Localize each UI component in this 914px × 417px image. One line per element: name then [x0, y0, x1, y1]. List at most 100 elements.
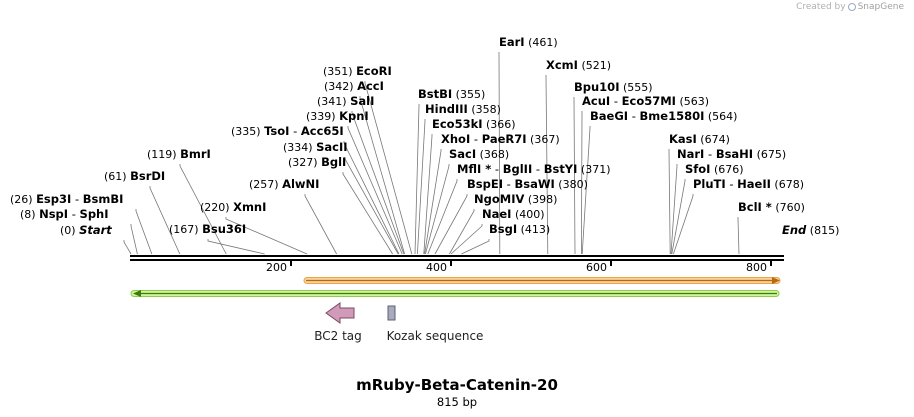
site-label[interactable]: (61) BsrDI	[104, 169, 165, 183]
kozak-sequence-label: Kozak sequence	[387, 329, 484, 343]
site-name-separator: -	[532, 162, 543, 176]
site-label-text: BclI * (760)	[738, 200, 805, 214]
site-label-text: (327) BglI	[288, 155, 346, 169]
site-label[interactable]: NaeI (400)	[482, 207, 545, 221]
site-leader	[342, 172, 393, 255]
site-leader	[423, 134, 433, 255]
site-label[interactable]: Eco53kI (366)	[432, 117, 516, 131]
site-position: (342)	[324, 80, 357, 93]
site-label-text: PluTI - HaeII (678)	[693, 177, 804, 191]
site-label[interactable]: (351) EcoRI	[323, 64, 392, 78]
site-label[interactable]: HindIII (358)	[425, 102, 501, 116]
feature-orf-bottom[interactable]	[130, 290, 780, 297]
site-label[interactable]: EarI (461)	[499, 35, 558, 49]
enzyme-name: NgoMIV	[474, 192, 524, 206]
site-label[interactable]: XcmI (521)	[546, 58, 611, 72]
site-label-text: End (815)	[782, 223, 839, 237]
site-label-text: NaeI (400)	[482, 207, 545, 221]
site-label-text: Eco53kI (366)	[432, 117, 516, 131]
site-position: (398)	[524, 193, 557, 206]
site-label[interactable]: BstBI (355)	[418, 87, 485, 101]
site-label[interactable]: (257) AlwNI	[249, 177, 319, 191]
site-label[interactable]: SfoI (676)	[685, 162, 744, 176]
site-label[interactable]: BclI * (760)	[738, 200, 805, 214]
site-position: (676)	[710, 163, 743, 176]
feature-bc2-tag[interactable]: BC2 tag	[314, 302, 362, 343]
site-label[interactable]: KasI (674)	[669, 132, 730, 146]
feature-orf-top[interactable]	[303, 277, 781, 284]
site-label[interactable]: BsgI (413)	[489, 222, 550, 236]
enzyme-name: SphI	[80, 207, 109, 221]
site-position: (760)	[772, 201, 805, 214]
site-position: (555)	[619, 81, 652, 94]
site-leader	[424, 149, 442, 255]
site-label[interactable]: (327) BglI	[288, 155, 346, 169]
enzyme-name: BsaWI	[514, 177, 554, 191]
site-label[interactable]: SacI (368)	[449, 147, 509, 161]
enzyme-name: AlwNI	[282, 177, 319, 191]
site-label-text: (342) AccI	[324, 79, 384, 93]
site-label[interactable]: Bpu10I (555)	[574, 80, 653, 94]
site-label[interactable]: (119) BmrI	[147, 147, 211, 161]
site-leader	[461, 239, 490, 255]
site-leader	[123, 240, 132, 255]
site-label[interactable]: MflI * - BglII - BstYI (371)	[457, 162, 611, 176]
site-label-text: BaeGI - Bme1580I (564)	[590, 109, 737, 123]
enzyme-name: XhoI	[441, 132, 470, 146]
site-label[interactable]: NgoMIV (398)	[474, 192, 557, 206]
site-leader	[434, 194, 468, 255]
site-name-separator: -	[726, 177, 737, 191]
site-label[interactable]: (8) NspI - SphI	[20, 207, 109, 221]
site-label[interactable]: (0) Start	[60, 223, 112, 237]
enzyme-name: Bsu36I	[202, 222, 246, 236]
site-label[interactable]: End (815)	[782, 223, 839, 237]
site-label[interactable]: (220) XmnI	[200, 200, 266, 214]
site-label[interactable]: XhoI - PaeR7I (367)	[441, 132, 560, 146]
enzyme-name: Bme1580I	[640, 109, 705, 123]
site-label-text: NarI - BsaHI (675)	[677, 147, 786, 161]
feature-kozak-sequence[interactable]: Kozak sequence	[387, 305, 484, 343]
site-label-text: KasI (674)	[669, 132, 730, 146]
site-label[interactable]: (341) SalI	[317, 94, 374, 108]
site-label-text: HindIII (358)	[425, 102, 501, 116]
site-label[interactable]: NarI - BsaHI (675)	[677, 147, 786, 161]
map-title: mRuby-Beta-Catenin-20	[356, 376, 558, 394]
site-label[interactable]: BspEI - BsaWI (380)	[467, 177, 588, 191]
site-label-text: (119) BmrI	[147, 147, 211, 161]
enzyme-name: SalI	[350, 94, 374, 108]
credit-prefix: Created by	[796, 2, 846, 12]
site-label-text: SfoI (676)	[685, 162, 744, 176]
site-labels: (0) Start (8) NspI - SphI(26) Esp3I - Bsm…	[10, 35, 839, 237]
site-position: (0)	[60, 224, 79, 237]
site-label[interactable]: (167) Bsu36I	[169, 222, 246, 236]
enzyme-name: BspEI	[467, 177, 503, 191]
site-name-separator: -	[503, 177, 514, 191]
enzyme-name: KasI	[669, 132, 697, 146]
site-label-text: SacI (368)	[449, 147, 509, 161]
site-leader	[417, 119, 426, 255]
site-position: (327)	[288, 156, 321, 169]
site-label[interactable]: PluTI - HaeII (678)	[693, 177, 804, 191]
site-position: (26)	[10, 193, 36, 206]
bc2-tag-label: BC2 tag	[314, 329, 362, 343]
site-label[interactable]: AcuI - Eco57MI (563)	[582, 94, 709, 108]
enzyme-name: HindIII	[425, 102, 468, 116]
site-leader	[304, 194, 337, 255]
site-leader	[414, 104, 420, 255]
enzyme-name: Acc65I	[301, 124, 344, 138]
site-label[interactable]: (334) SacII	[283, 140, 348, 154]
site-label-text: (335) TsoI - Acc65I	[231, 124, 344, 138]
enzyme-name: XmnI	[233, 200, 266, 214]
site-label[interactable]: BaeGI - Bme1580I (564)	[590, 109, 737, 123]
site-name-separator: -	[289, 124, 300, 138]
site-label[interactable]: (335) TsoI - Acc65I	[231, 124, 344, 138]
enzyme-name: BclI *	[738, 200, 772, 214]
site-label[interactable]: (26) Esp3I - BsmBI	[10, 192, 123, 206]
site-label[interactable]: (342) AccI	[324, 79, 384, 93]
site-label[interactable]: (339) KpnI	[306, 109, 369, 123]
site-name-separator: -	[71, 192, 82, 206]
site-label-text: (26) Esp3I - BsmBI	[10, 192, 123, 206]
enzyme-name: TsoI	[264, 124, 289, 138]
enzyme-name: PluTI	[693, 177, 726, 191]
